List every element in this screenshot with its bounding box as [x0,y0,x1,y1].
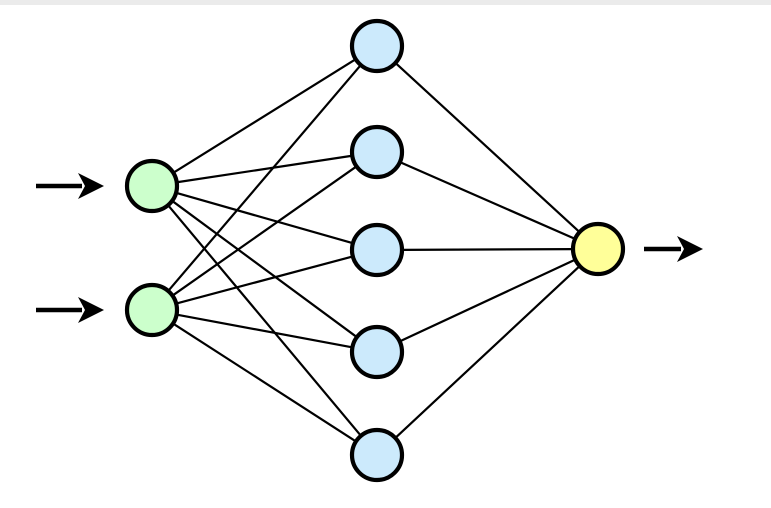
nodes-group [124,18,626,483]
hidden-node-circle[interactable] [349,324,405,380]
arrow-head [677,236,703,262]
connection-edge [395,62,580,233]
connection-edge [399,161,576,240]
node-h3[interactable] [349,222,405,278]
connection-edge [394,265,581,439]
connections-group [167,58,581,443]
connection-edge [172,58,357,174]
connection-edge [172,165,357,297]
hidden-node-circle[interactable] [349,18,405,74]
connection-edge [401,248,574,251]
connection-edge [176,255,353,305]
node-h4[interactable] [349,324,405,380]
connection-edge [172,322,357,443]
node-i1[interactable] [124,158,180,214]
input-node-circle[interactable] [124,282,180,338]
node-h1[interactable] [349,18,405,74]
input-arrow-top-icon [36,173,104,199]
arrow-head [78,173,104,199]
node-h2[interactable] [349,124,405,180]
connection-edge [176,154,353,184]
node-o1[interactable] [570,221,626,277]
connection-edge [171,200,358,338]
arrow-head [78,297,104,323]
hidden-node-circle[interactable] [349,222,405,278]
output-arrow-icon [644,236,703,262]
arrows-group [36,173,703,323]
connection-edge [175,192,354,244]
input-node-circle[interactable] [124,158,180,214]
connection-edge [399,258,576,343]
hidden-node-circle[interactable] [349,427,405,483]
top-edge-strip [0,0,771,5]
node-i2[interactable] [124,282,180,338]
connection-edge [167,64,362,292]
input-arrow-bottom-icon [36,297,104,323]
connection-edge [176,313,353,349]
hidden-node-circle[interactable] [349,124,405,180]
node-h5[interactable] [349,427,405,483]
output-node-circle[interactable] [570,221,626,277]
connection-edge [167,204,362,437]
